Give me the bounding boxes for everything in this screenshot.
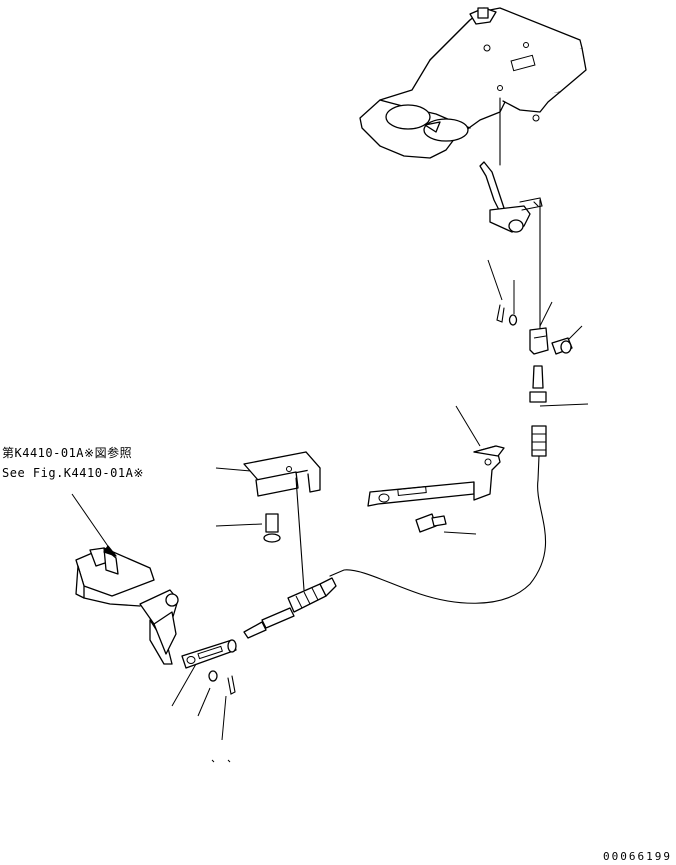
- figure-reference-arrow: [72, 494, 116, 556]
- bracket-cable-lead: [296, 478, 304, 590]
- right-bracket-bolt: [416, 514, 446, 532]
- right-cable-bracket: [368, 446, 504, 506]
- lower-link-plate: [182, 640, 236, 668]
- cable-upper-end: [530, 366, 546, 456]
- upper-clevis: [530, 328, 548, 354]
- upper-bracket-assembly: [360, 8, 586, 158]
- left-bracket-bolt: [264, 514, 280, 542]
- figure-reference-jp: 第K4410-01A※図参照: [2, 446, 133, 460]
- upper-washer: [510, 315, 517, 325]
- lower-linkage-bracket: [76, 548, 154, 606]
- drawing-number: 00066199: [603, 850, 672, 863]
- lower-linkage-lever: [140, 590, 178, 664]
- control-lever: [480, 162, 542, 232]
- lower-cotter-pin: [228, 676, 235, 694]
- upper-cotter-pin: [497, 305, 504, 322]
- left-cable-bracket: [244, 452, 320, 496]
- lower-washer: [209, 671, 217, 681]
- figure-reference-en: See Fig.K4410-01A※: [2, 466, 144, 480]
- upper-clevis-pin: [552, 338, 572, 354]
- control-cable: [330, 456, 546, 603]
- cable-lower-end: [244, 578, 336, 638]
